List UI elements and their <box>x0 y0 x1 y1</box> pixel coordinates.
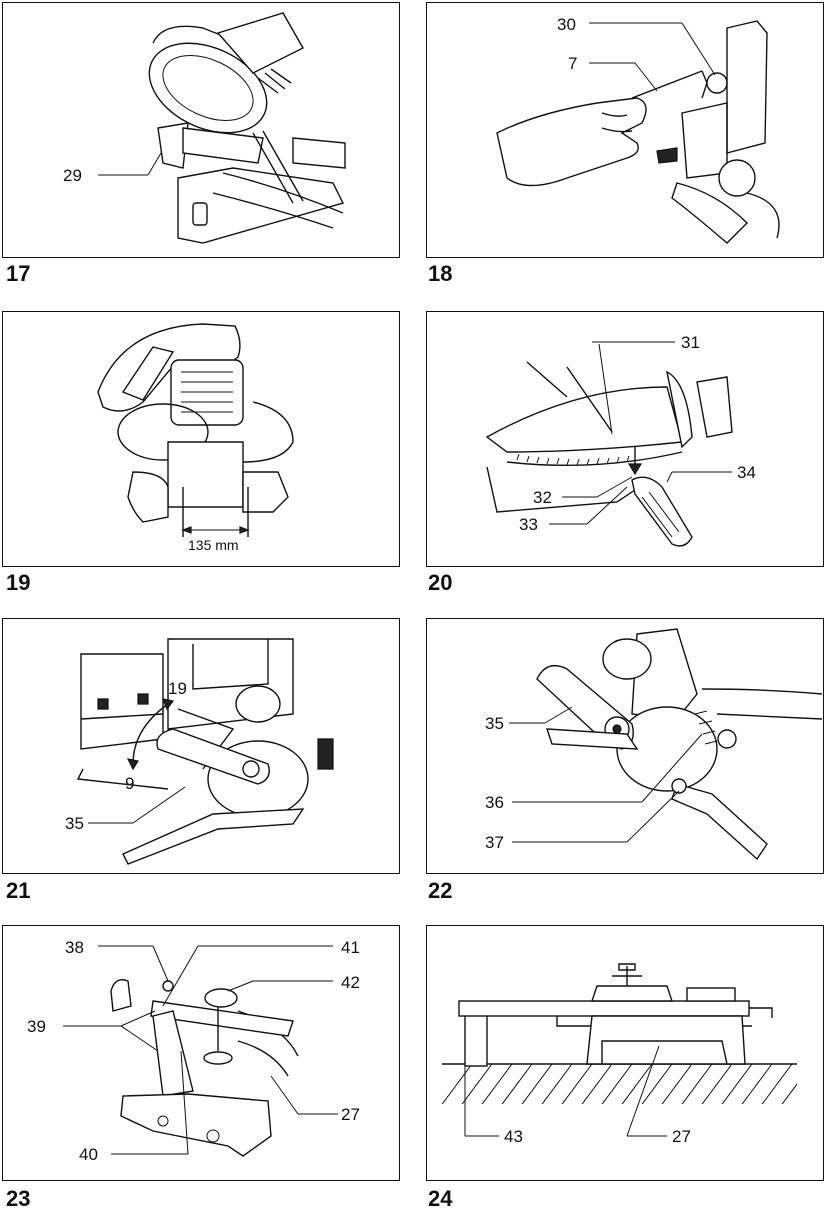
figure-number: 17 <box>6 261 31 286</box>
figure-number: 23 <box>6 1186 31 1211</box>
callout-label: 34 <box>737 463 756 482</box>
callout-label: 35 <box>65 814 84 833</box>
figure-19-panel: 135 mm <box>2 311 400 567</box>
dimension-label: 135 mm <box>188 537 239 553</box>
callout-label: 37 <box>485 833 504 852</box>
callout-label: 27 <box>341 1105 360 1124</box>
callout-label: 33 <box>519 515 538 534</box>
figure-23-panel: 38 41 42 39 27 40 <box>2 925 400 1181</box>
figure-20-panel: 31 34 32 33 <box>426 311 824 567</box>
callout-label: 40 <box>79 1145 98 1164</box>
callout-label: 43 <box>504 1127 523 1146</box>
figure-number: 22 <box>428 878 453 903</box>
callout-label: 42 <box>341 973 360 992</box>
callout-label: 35 <box>485 714 504 733</box>
figure-number: 19 <box>6 570 31 595</box>
callout-label: 39 <box>27 1017 46 1036</box>
callout-label: 38 <box>65 938 84 957</box>
figure-number: 20 <box>428 570 453 595</box>
figure-number: 21 <box>6 878 31 903</box>
figure-23-illustration: 38 41 42 39 27 40 <box>27 938 360 1164</box>
figure-number: 18 <box>428 261 453 286</box>
figure-17-illustration: 29 <box>63 12 346 244</box>
figure-21-illustration: 19 9 35 <box>65 638 334 865</box>
callout-label: 29 <box>63 166 82 185</box>
figure-24-panel: 43 27 <box>426 925 824 1181</box>
callout-label: 19 <box>168 679 187 698</box>
figure-24-illustration: 43 27 <box>442 963 797 1146</box>
callout-label: 32 <box>533 488 552 507</box>
figure-number: 24 <box>428 1186 453 1211</box>
callout-label: 9 <box>125 774 134 793</box>
figure-21-panel: 19 9 35 <box>2 618 400 874</box>
callout-label: 7 <box>568 54 577 73</box>
figure-22-panel: 35 36 37 <box>426 618 824 874</box>
callout-label: 41 <box>341 938 360 957</box>
callout-label: 30 <box>557 15 576 34</box>
callout-label: 36 <box>485 793 504 812</box>
figure-18-panel: 30 7 <box>426 2 824 258</box>
figure-22-illustration: 35 36 37 <box>485 628 823 861</box>
callout-label: 27 <box>672 1127 691 1146</box>
figure-18-illustration: 30 7 <box>496 15 780 244</box>
figure-20-illustration: 31 34 32 33 <box>485 333 756 547</box>
figure-19-illustration: 135 mm <box>97 323 294 553</box>
figure-17-panel: 29 <box>2 2 400 258</box>
callout-label: 31 <box>681 333 700 352</box>
